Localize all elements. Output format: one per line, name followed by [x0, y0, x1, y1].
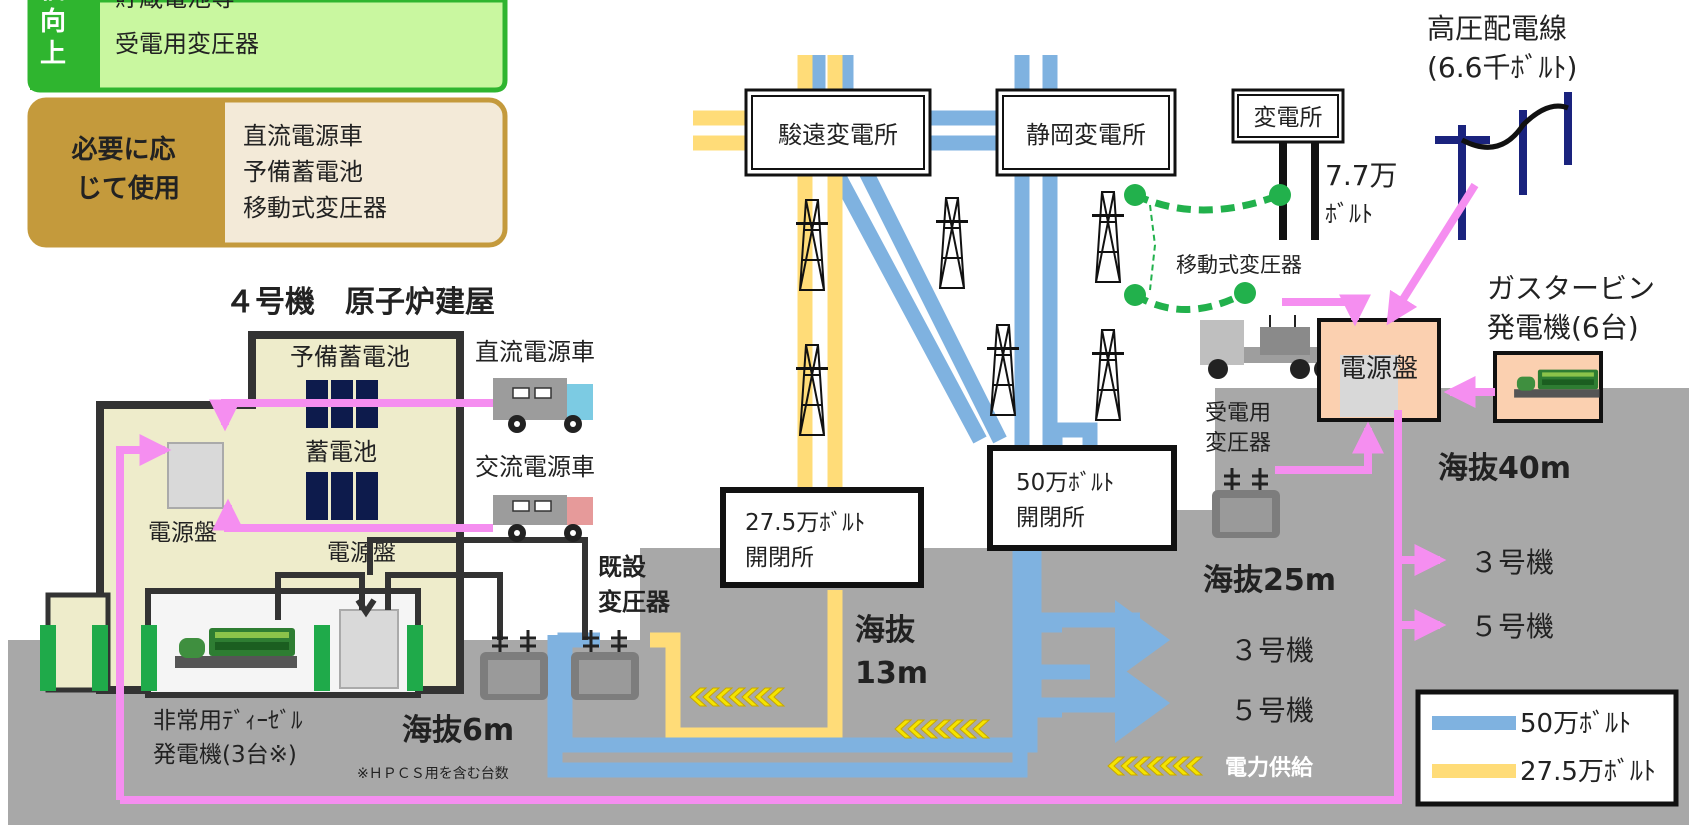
legend-top-side-label: 信 向 上 [40, 0, 75, 69]
tower-icon [986, 324, 1020, 416]
legend-top-item-2: 受電用変圧器 [115, 30, 259, 58]
voltage-legend-box [1415, 689, 1679, 807]
switchyard-500-box [987, 445, 1177, 551]
battery-label: 蓄電池 [305, 438, 377, 466]
ac-truck-label: 交流電源車 [475, 453, 595, 481]
legend-optional-title: 必要に応 じて使用 [71, 134, 184, 204]
spare-battery-label: 予備蓄電池 [290, 343, 410, 371]
legend-top-item-1: 貯蔵電池等 [115, 0, 235, 12]
supply-legend-label: 電力供給 [1225, 755, 1314, 781]
hv-line-label: 高圧配電線 (6.6千ﾎﾞﾙﾄ) [1427, 12, 1577, 84]
power-panel-inner-icon [339, 609, 399, 689]
utility-pole-icon [1435, 92, 1572, 240]
substation-generic-label: 変電所 [1254, 105, 1323, 131]
legend-275kv-label: 27.5万ﾎﾞﾙﾄ [1520, 757, 1656, 787]
elevation-6-label: 海抜6m [402, 713, 514, 748]
substation-shizuoka-label: 静岡変電所 [1026, 121, 1146, 149]
tower-icon [1091, 191, 1125, 283]
power-panel-inner-label: 電源盤 [327, 540, 396, 566]
battery-icon [306, 472, 378, 520]
legend-500kv-label: 50万ﾎﾞﾙﾄ [1520, 709, 1631, 739]
power-panel-left-label: 電源盤 [148, 520, 217, 546]
switchyard-275-box [720, 487, 924, 588]
ac-truck-icon [493, 495, 593, 542]
unit3-label-right: ３号機 [1470, 546, 1554, 579]
power-panel-left-icon [167, 442, 224, 509]
existing-transformer-label: 既設 変圧器 [598, 553, 671, 616]
mobile-transformer-label: 移動式変圧器 [1176, 253, 1302, 277]
power-supply-arrows [116, 182, 1495, 804]
substation-suen-label: 駿遠変電所 [778, 121, 898, 149]
receiving-transformer-label: 受電用 変圧器 [1205, 401, 1278, 456]
dc-truck-label: 直流電源車 [475, 338, 595, 366]
mobile-transformer-link [1133, 191, 1282, 214]
legend-optional-items: 直流電源車 予備蓄電池 移動式変圧器 [243, 122, 387, 222]
tower-icon [1091, 329, 1125, 421]
hpcs-footnote: ※ＨＰＣＳ用を含む台数 [357, 766, 509, 782]
gas-turbine-label: ガスタービン 発電機(6台) [1487, 272, 1664, 344]
unit5-label-right: ５号機 [1470, 610, 1554, 643]
elevation-40-label: 海抜40m [1438, 451, 1571, 486]
substation-shizuoka-box [995, 88, 1177, 177]
substation-generic-box [1231, 88, 1345, 144]
legend-500kv-swatch [1432, 716, 1516, 730]
power-panel-right-label: 電源盤 [1340, 354, 1418, 384]
legend-top-box [27, 0, 508, 93]
substation-suen-box [744, 88, 932, 177]
unit5-label-mid: ５号機 [1230, 694, 1314, 727]
reactor-building-title: ４号機 原子炉建屋 [225, 285, 495, 320]
elevation-13-label: 海抜 13m [855, 613, 928, 691]
tower-icon [935, 197, 969, 289]
unit3-label-mid: ３号機 [1230, 634, 1314, 667]
switchyard-275-label: 27.5万ﾎﾞﾙﾄ 開閉所 [745, 510, 873, 571]
legend-275kv-swatch [1432, 764, 1516, 778]
dc-truck-icon [492, 377, 594, 434]
switchyard-500-label: 50万ﾎﾞﾙﾄ 開閉所 [1016, 470, 1122, 531]
voltage-77-label: 7.7万 ﾎﾞﾙﾄ [1325, 159, 1406, 228]
elevation-25-label: 海抜25m [1203, 563, 1336, 598]
diesel-generator-label: 非常用ﾃﾞｨｰｾﾞﾙ 発電機(3台※) [153, 708, 310, 768]
green-doors [40, 625, 423, 691]
